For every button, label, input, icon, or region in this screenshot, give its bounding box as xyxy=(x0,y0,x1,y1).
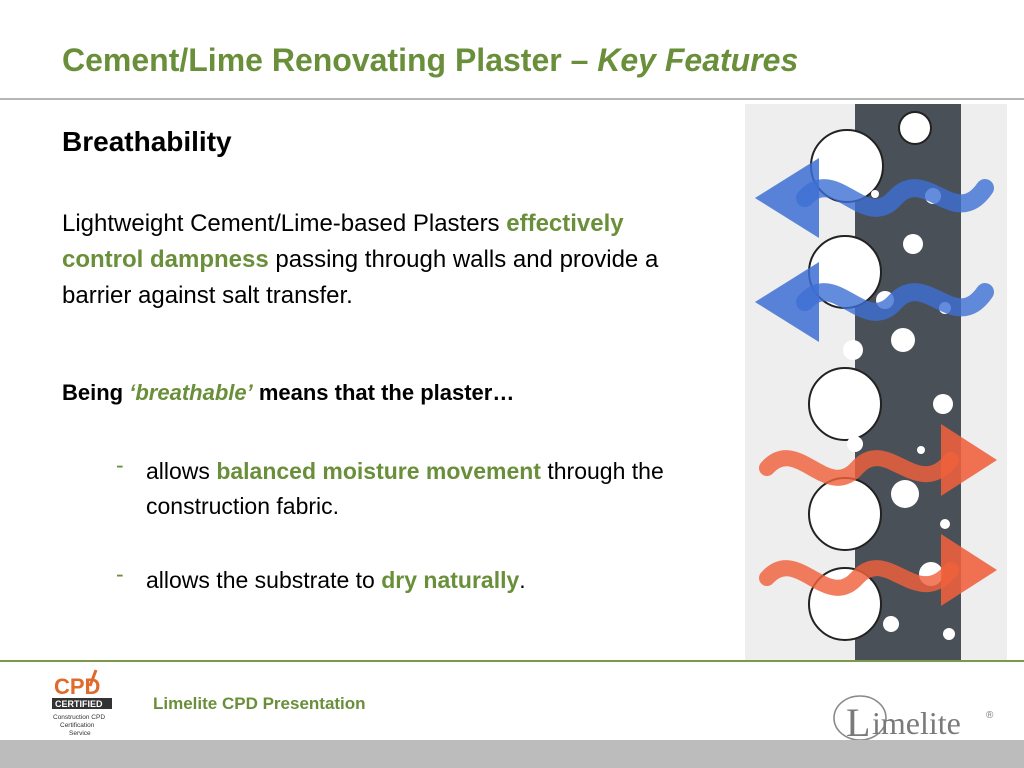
bullet-item: - allows the substrate to dry naturally. xyxy=(116,561,676,599)
being-suffix: means that the plaster… xyxy=(252,380,515,405)
bullet-dash: - xyxy=(116,561,124,587)
being-prefix: Being xyxy=(62,380,130,405)
bullet-highlight: balanced moisture movement xyxy=(216,458,541,484)
moisture-wave-out xyxy=(796,179,994,217)
cpd-line: Construction CPD xyxy=(53,714,105,721)
bullet-highlight: dry naturally xyxy=(381,567,520,593)
bubble xyxy=(933,394,953,414)
cpd-certified-logo: CPD CERTIFIED Construction CPD Certifica… xyxy=(52,669,112,737)
header-divider xyxy=(0,98,1024,100)
moisture-arrow-out xyxy=(755,262,819,342)
breathability-illustration xyxy=(745,104,1007,660)
paragraph-part1: Lightweight Cement/Lime-based Plasters xyxy=(62,210,507,237)
section-heading: Breathability xyxy=(62,126,232,157)
bullet-suffix: . xyxy=(519,567,526,593)
paragraph-part2: passing through walls and provide a barr… xyxy=(62,246,659,309)
moisture-wave-in xyxy=(759,560,959,596)
bubble xyxy=(917,446,925,454)
bullet-suffix: through the construction fabric. xyxy=(146,458,664,519)
paragraph-highlight: effectively control dampness xyxy=(62,210,624,273)
moisture-arrow-in xyxy=(941,534,997,606)
bullet-item: - allows balanced moisture movement thro… xyxy=(116,452,676,526)
moisture-wave-out xyxy=(796,283,994,321)
bullet-text: allows the substrate to dry naturally. xyxy=(146,563,676,598)
logo-wordmark: imelite xyxy=(872,705,961,741)
bullet-text: allows balanced moisture movement throug… xyxy=(146,454,676,524)
bubble xyxy=(940,519,950,529)
bullet-prefix: allows the substrate to xyxy=(146,567,382,593)
bubble xyxy=(903,234,923,254)
registered-mark: ® xyxy=(986,710,994,721)
title-emphasis: Key Features xyxy=(597,42,799,78)
title-main: Cement/Lime Renovating Plaster – xyxy=(62,42,598,78)
breathable-statement: Being ‘breathable’ means that the plaste… xyxy=(62,380,514,406)
footer-label: Limelite CPD Presentation xyxy=(153,694,366,713)
footer-bar xyxy=(0,740,1024,768)
being-emphasis: ‘breathable’ xyxy=(129,380,253,405)
cpd-line: Certification xyxy=(60,722,95,729)
footer-divider xyxy=(0,660,1024,662)
slide-title: Cement/Lime Renovating Plaster – Key Fea… xyxy=(62,42,798,79)
moisture-wave-in xyxy=(759,450,959,486)
bubble xyxy=(847,436,863,452)
intro-paragraph: Lightweight Cement/Lime-based Plasters e… xyxy=(62,206,702,314)
bullet-dash: - xyxy=(116,452,124,478)
bubble xyxy=(943,628,955,640)
bubble xyxy=(843,340,863,360)
bubble xyxy=(898,111,932,145)
limelite-logo: L imelite ® xyxy=(833,695,994,742)
moisture-arrow-out xyxy=(755,158,819,238)
pore xyxy=(808,367,882,441)
bubble xyxy=(871,190,879,198)
bullet-prefix: allows xyxy=(146,458,217,484)
certified-band xyxy=(52,698,112,709)
certified-word: CERTIFIED xyxy=(55,699,103,709)
cpd-tick xyxy=(88,669,98,687)
cpd-word: CPD xyxy=(54,674,100,699)
moisture-arrow-in xyxy=(941,424,997,496)
bubble xyxy=(891,480,919,508)
bubble xyxy=(883,616,899,632)
bubble xyxy=(891,328,915,352)
cpd-line: Service xyxy=(69,730,91,737)
logo-initial: L xyxy=(846,700,870,742)
pore xyxy=(808,477,882,551)
